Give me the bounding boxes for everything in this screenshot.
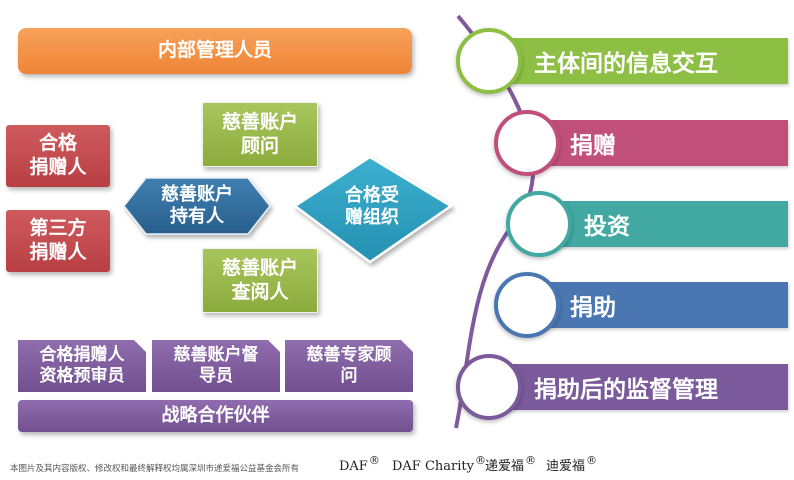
brand-diaifu-text: 递爱福 <box>485 459 525 474</box>
qualified-donor-line1: 合格 <box>38 132 77 155</box>
account-supervisor-line1: 慈善账户督 <box>173 344 259 365</box>
timeline-label-info-exchange: 主体间的信息交互 <box>534 51 718 77</box>
timeline-node-investment <box>506 191 572 257</box>
internal-management-box: 内部管理人员 <box>18 28 412 74</box>
account-holder-hexagon <box>123 177 271 235</box>
donor-prereviewer-line1: 合格捐赠人 <box>39 344 125 365</box>
timeline-bar-grant: 捐助 <box>534 282 788 328</box>
account-holder-line2: 持有人 <box>170 206 224 227</box>
timeline-node-post-grant-supervision <box>456 354 522 420</box>
brand-daf-charity-text: DAF Charity <box>392 459 474 474</box>
timeline-node-info-exchange <box>456 28 522 94</box>
internal-management-label: 内部管理人员 <box>157 39 272 62</box>
registered-mark: ® <box>525 454 537 467</box>
qualified-org-line2: 赠组织 <box>345 207 399 228</box>
qualified-org-diamond <box>292 155 454 264</box>
donor-prereviewer-line2: 资格预审员 <box>39 366 125 386</box>
registered-mark: ® <box>474 454 486 467</box>
brand-diaifu-alt: 迪爱福® <box>546 454 597 474</box>
strategic-partner-box: 战略合作伙伴 <box>18 400 413 432</box>
account-viewer-line1: 慈善账户 <box>221 256 298 279</box>
third-party-donor-line2: 捐赠人 <box>29 241 87 263</box>
expert-advisor-box: 慈善专家顾 问 <box>285 340 413 392</box>
qualified-org-line1: 合格受 <box>345 184 399 206</box>
timeline-label-investment: 投资 <box>584 214 630 240</box>
timeline-bar-investment: 投资 <box>546 201 788 247</box>
timeline-label-donation: 捐赠 <box>570 133 616 159</box>
third-party-donor-box: 第三方 捐赠人 <box>6 210 110 272</box>
qualified-donor-line2: 捐赠人 <box>29 156 87 178</box>
brand-daf: DAF® <box>339 454 380 474</box>
account-holder-label: 慈善账户 持有人 <box>124 178 270 234</box>
account-viewer-line2: 查阅人 <box>231 280 289 303</box>
timeline-bar-info-exchange: 主体间的信息交互 <box>496 38 788 84</box>
brand-daf-charity: DAF Charity® <box>392 454 486 474</box>
registered-mark: ® <box>368 454 380 467</box>
timeline-node-donation <box>494 110 560 176</box>
third-party-donor-line1: 第三方 <box>29 217 87 240</box>
brand-daf-text: DAF <box>339 459 368 474</box>
qualified-org-label: 合格受 赠组织 <box>320 180 424 234</box>
strategic-partner-label: 战略合作伙伴 <box>161 404 270 426</box>
account-holder-line1: 慈善账户 <box>161 183 233 205</box>
account-supervisor-line2: 导员 <box>199 366 233 386</box>
timeline-bar-post-grant-supervision: 捐助后的监督管理 <box>496 364 788 410</box>
registered-mark: ® <box>586 454 598 467</box>
expert-advisor-line1: 慈善专家顾 <box>306 344 392 365</box>
timeline-label-grant: 捐助 <box>570 295 616 321</box>
account-advisor-line2: 顾问 <box>240 134 279 157</box>
account-advisor-line1: 慈善账户 <box>221 110 298 133</box>
account-advisor-box: 慈善账户 顾问 <box>202 102 318 167</box>
timeline-node-grant <box>494 272 560 338</box>
timeline-bar-donation: 捐赠 <box>534 120 788 166</box>
brand-diaifu: 递爱福® <box>485 454 536 474</box>
brand-diaifu-alt-text: 迪爱福 <box>546 459 586 474</box>
account-supervisor-box: 慈善账户督 导员 <box>152 340 280 392</box>
account-viewer-box: 慈善账户 查阅人 <box>202 248 318 313</box>
donor-prereviewer-box: 合格捐赠人 资格预审员 <box>18 340 146 392</box>
timeline-label-post-grant-supervision: 捐助后的监督管理 <box>534 377 718 403</box>
copyright-notice: 本图片及其内容版权、修改权和最终解释权均属深圳市递爱福公益基金会所有 <box>10 464 300 474</box>
expert-advisor-line2: 问 <box>340 366 358 386</box>
qualified-donor-box: 合格 捐赠人 <box>6 125 110 187</box>
